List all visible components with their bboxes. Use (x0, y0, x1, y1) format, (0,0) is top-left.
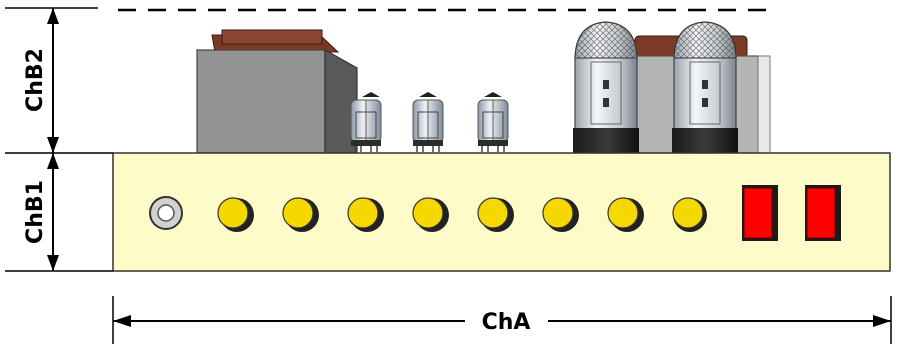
power-tube-1 (573, 21, 639, 153)
preamp-tube-2 (412, 92, 444, 152)
label-cha: ChA (482, 310, 531, 335)
knob-5 (477, 197, 514, 232)
switch-1 (742, 185, 778, 241)
label-chb1: ChB1 (23, 180, 48, 244)
left-transformer (196, 29, 358, 154)
knob-3 (347, 197, 384, 232)
dimension-cha: ChA (112, 296, 892, 344)
dimension-chb2: ChB2 (5, 7, 98, 153)
knob-8 (672, 197, 707, 232)
dimension-chb1: ChB1 (5, 152, 113, 272)
input-jack (149, 196, 183, 230)
knob-1 (217, 197, 254, 232)
preamp-tube-1 (350, 92, 382, 152)
knob-7 (607, 197, 644, 232)
power-tube-2 (672, 21, 738, 153)
switch-2 (805, 185, 841, 241)
knob-2 (282, 197, 319, 232)
knob-6 (542, 197, 579, 232)
knob-4 (412, 197, 449, 232)
preamp-tube-3 (477, 92, 509, 152)
label-chb2: ChB2 (23, 48, 48, 112)
